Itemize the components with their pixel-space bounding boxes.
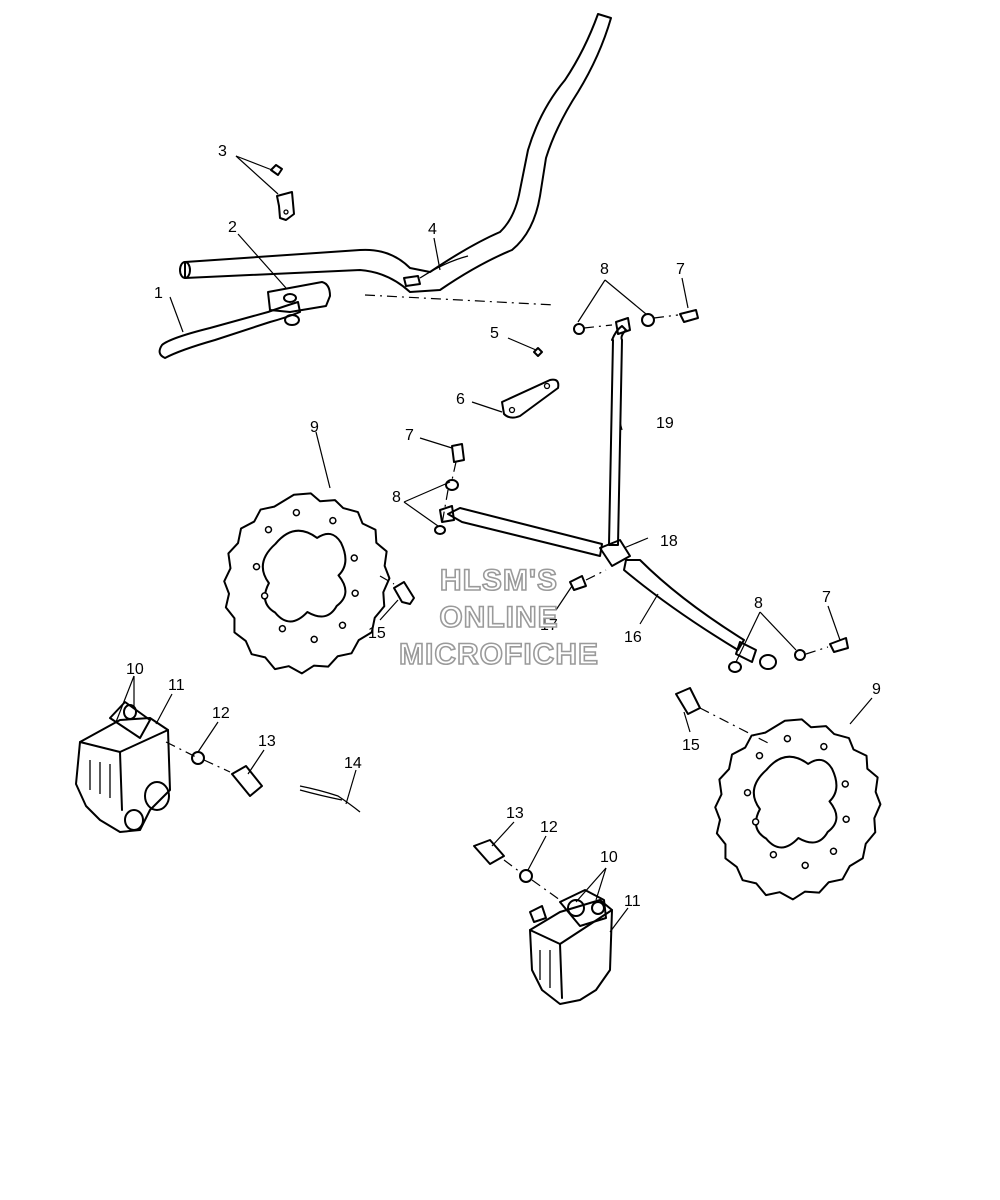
watermark-line-3: MICROFICHE: [399, 638, 599, 671]
callout-3: 3: [218, 143, 227, 160]
callout-labels: 1 2 3 4 5 6 7 8 7 8 19 18 9 15 17 16 8 7…: [126, 143, 881, 910]
bolt-part-15-left: [379, 575, 415, 605]
callout-1: 1: [154, 285, 163, 302]
brake-disc-right: [714, 718, 882, 901]
callout-12-right: 12: [540, 819, 558, 836]
callout-10-right: 10: [600, 849, 618, 866]
callout-11-left: 11: [168, 677, 185, 694]
callout-9-right: 9: [872, 681, 881, 698]
callout-11-right: 11: [624, 893, 641, 910]
callout-8-left: 8: [392, 489, 401, 506]
brake-hose-right: [623, 559, 757, 663]
callout-7-right: 7: [822, 589, 831, 606]
callout-16: 16: [624, 629, 642, 646]
right-washer-pin: [473, 839, 561, 901]
brake-caliper-left: [75, 701, 199, 833]
clip-part-3: [270, 164, 295, 221]
left-washer-pin: [191, 751, 263, 797]
brake-hose-vertical: [608, 325, 627, 546]
brake-switch-wire: [403, 255, 469, 287]
leader-lines: [115, 155, 873, 933]
brake-lever: [158, 281, 331, 359]
callout-12-left: 12: [212, 705, 230, 722]
callout-13-left: 13: [258, 733, 276, 750]
spring-part-14: [299, 785, 361, 813]
hose-junction-block: [599, 539, 631, 567]
bolt-part-15-right: [675, 687, 771, 745]
callout-15-left: 15: [368, 625, 386, 642]
brake-hose-left: [439, 505, 603, 557]
callout-18: 18: [660, 533, 678, 550]
bolt-part-17: [569, 569, 607, 591]
callout-19: 19: [656, 415, 674, 432]
left-banjo-fitting: [434, 443, 465, 535]
callout-7-left: 7: [405, 427, 414, 444]
callout-13-right: 13: [506, 805, 524, 822]
reference-line: [364, 294, 556, 306]
watermark: HLSM'S ONLINE MICROFICHE: [398, 563, 599, 672]
callout-8-upper: 8: [600, 261, 609, 278]
callout-15-right: 15: [682, 737, 700, 754]
callout-2: 2: [228, 219, 237, 236]
watermark-line-1: HLSM'S: [440, 564, 558, 597]
handlebar: [179, 13, 612, 293]
callout-4: 4: [428, 221, 437, 238]
brake-caliper-right: [529, 889, 613, 1005]
callout-9-left: 9: [310, 419, 319, 436]
right-banjo-fitting: [728, 637, 849, 673]
callout-10-left: 10: [126, 661, 144, 678]
callout-17: 17: [540, 617, 558, 634]
callout-5: 5: [490, 325, 499, 342]
callout-7-upper: 7: [676, 261, 685, 278]
brake-disc-left: [223, 492, 391, 675]
callout-14: 14: [344, 755, 362, 772]
bracket-part-6: [501, 378, 560, 419]
callout-6: 6: [456, 391, 465, 408]
callout-8-right: 8: [754, 595, 763, 612]
screw-part-5: [533, 347, 543, 357]
upper-banjo-fitting: [573, 309, 699, 335]
watermark-line-2: ONLINE: [439, 601, 558, 634]
